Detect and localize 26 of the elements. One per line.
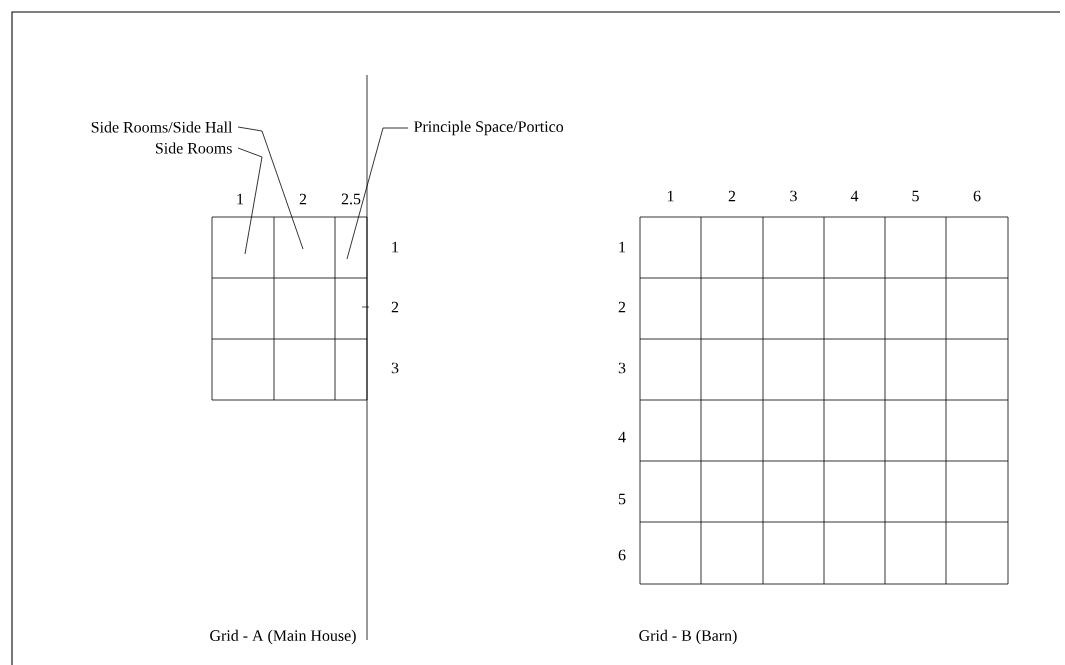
row-number: 1 [392, 241, 399, 253]
row-number: 6 [618, 549, 626, 561]
leader-text: Side Rooms [156, 142, 232, 154]
leader-line [237, 126, 304, 250]
column-number: 3 [790, 190, 797, 202]
column-number: 2 [728, 190, 736, 202]
row-number: 2 [391, 301, 399, 313]
leader-line [346, 127, 409, 260]
leader-text: Principle Space/Portico [414, 120, 564, 136]
column-number: 1 [667, 190, 674, 202]
row-number: 3 [391, 362, 399, 374]
row-number: 1 [619, 241, 626, 253]
row-number: 5 [618, 493, 626, 505]
row-number: 2 [618, 301, 626, 313]
column-number: 5 [912, 190, 919, 202]
column-number: 4 [850, 190, 859, 202]
row-number: 3 [618, 362, 626, 374]
column-number: 6 [973, 190, 981, 202]
row-number: 4 [618, 431, 626, 443]
leader-text: Side Rooms/Side Hall [91, 121, 233, 133]
column-number: 2 [299, 193, 307, 205]
leader-line [237, 147, 263, 255]
column-number: 1 [237, 193, 244, 205]
grid-caption: Grid - A (Main House) [210, 629, 356, 645]
grid-caption: Grid - B (Barn) [639, 629, 737, 645]
column-number: 2.5 [341, 193, 361, 205]
